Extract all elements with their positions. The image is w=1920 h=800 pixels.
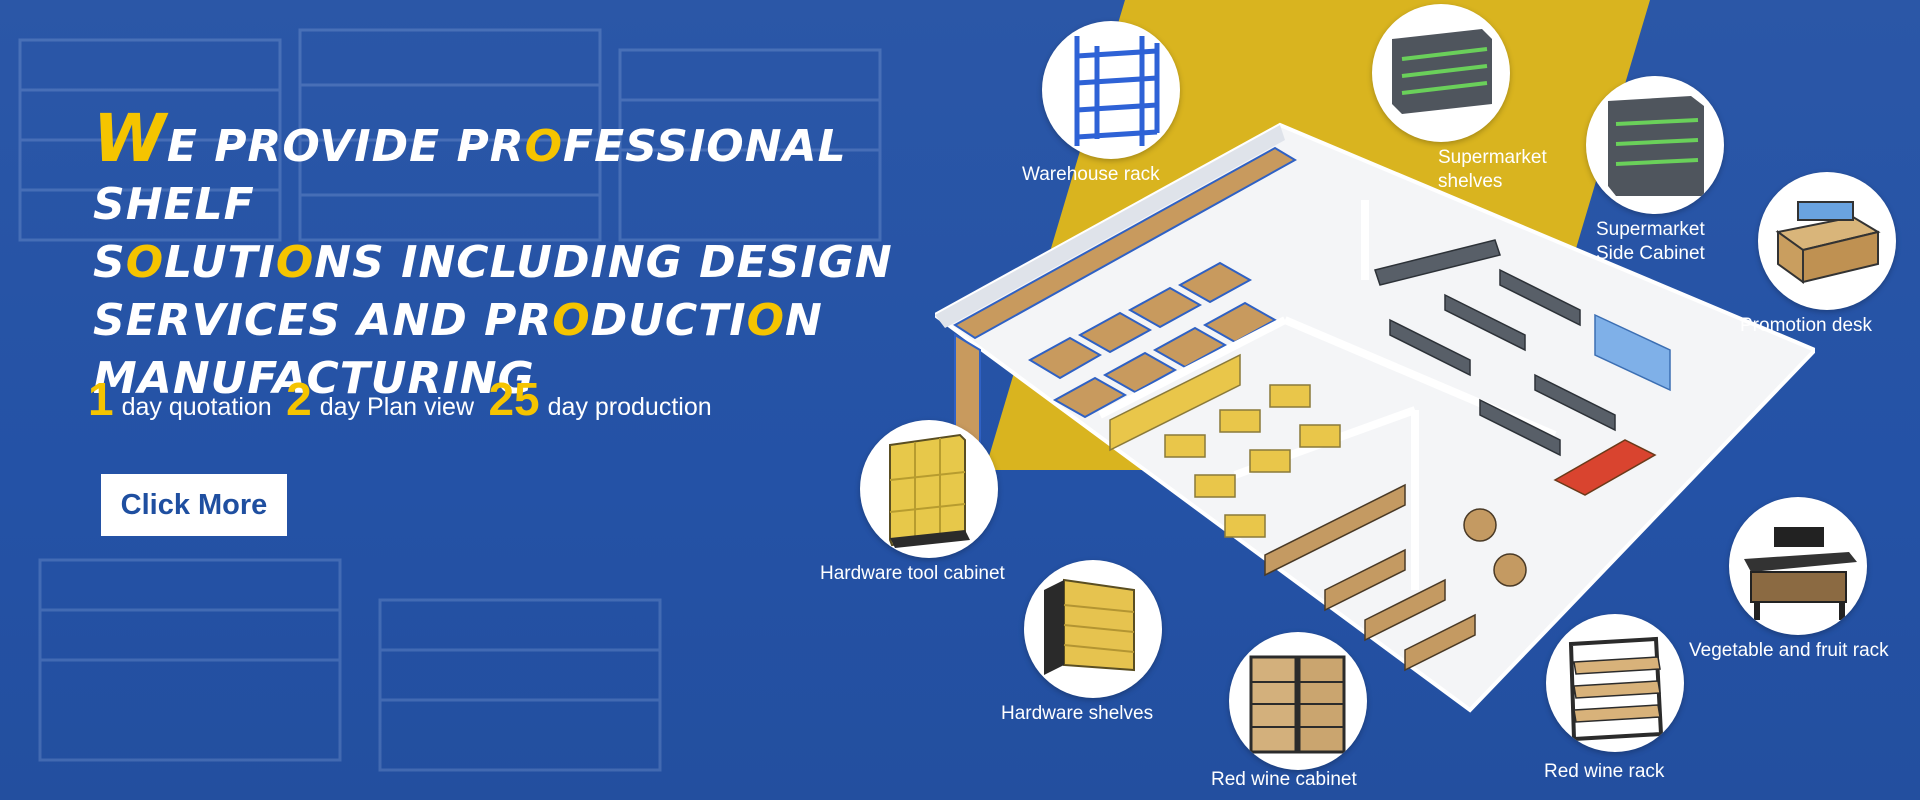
headline-line4: MANUFACTURING <box>93 353 535 404</box>
stat-label: day quotation <box>121 393 272 421</box>
stat-label: day production <box>547 393 712 421</box>
product-label: Warehouse rack <box>1022 164 1160 185</box>
headline-line3-b: DUCTI <box>590 295 747 346</box>
warehouse-rack-icon <box>1042 21 1180 159</box>
headline-line3-c: N <box>785 295 823 346</box>
stat-number: 1 <box>88 373 114 425</box>
store-floorplan-illustration <box>935 122 1815 713</box>
headline-first-letter: W <box>93 100 167 177</box>
hardware-shelves-icon <box>1024 560 1162 698</box>
headline-line1: E PROVIDE PR <box>166 121 525 172</box>
product-label: Hardware tool cabinet <box>820 563 1005 584</box>
supermarket-shelves-icon <box>1372 4 1510 142</box>
headline-highlight: O <box>746 295 786 346</box>
label-line: Supermarket <box>1596 219 1705 240</box>
product-label: Red wine rack <box>1544 761 1665 782</box>
stat-label: day Plan view <box>319 393 475 421</box>
product-label: Red wine cabinet <box>1211 769 1357 790</box>
red-wine-rack-icon <box>1546 614 1684 752</box>
side-cabinet-icon <box>1586 76 1724 214</box>
label-line: shelves <box>1438 171 1503 192</box>
headline-line2-b: LUTI <box>164 237 276 288</box>
stat-number: 2 <box>286 373 312 425</box>
headline-highlight: O <box>524 121 564 172</box>
red-wine-cabinet-icon <box>1229 632 1367 770</box>
product-label: Supermarket shelves <box>1438 146 1547 194</box>
headline-highlight: O <box>552 295 591 346</box>
click-more-button[interactable]: Click More <box>101 474 287 536</box>
hardware-tool-cabinet-icon <box>860 420 998 558</box>
headline-highlight: O <box>125 237 165 288</box>
headline-line2-c: NS INCLUDING DESIGN <box>314 237 893 288</box>
product-label: Promotion desk <box>1740 315 1873 336</box>
label-line: Supermarket <box>1438 147 1547 168</box>
label-line: Side Cabinet <box>1596 243 1705 264</box>
vegetable-fruit-rack-icon <box>1729 497 1867 635</box>
headline-line1-end: FESSIONAL SHELF <box>93 121 847 230</box>
headline-line3-a: SERVICES AND PR <box>93 295 553 346</box>
stat-number: 25 <box>488 373 540 425</box>
headline-line2-a: S <box>93 237 126 288</box>
headline-highlight: O <box>275 237 315 288</box>
headline: WE PROVIDE PROFESSIONAL SHELF SOLUTIONS … <box>93 106 973 408</box>
store-background-image <box>0 0 1100 800</box>
product-label: Supermarket Side Cabinet <box>1596 218 1705 266</box>
promotion-desk-icon <box>1758 172 1896 310</box>
product-label: Hardware shelves <box>1001 703 1154 724</box>
product-label: Vegetable and fruit rack <box>1689 640 1889 661</box>
